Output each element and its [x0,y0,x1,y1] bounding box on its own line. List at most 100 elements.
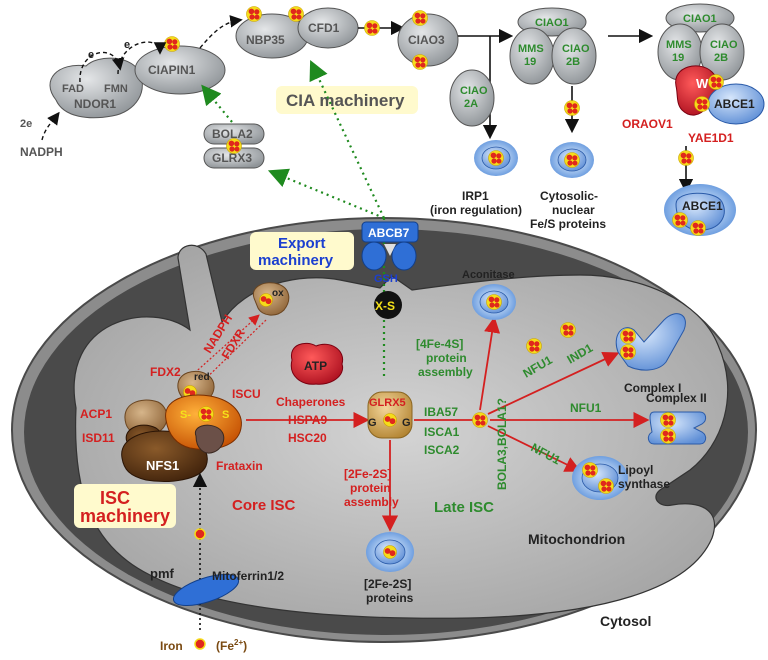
export-label-1: Export [278,235,326,252]
oraov1-label: ORAOV1 [622,117,673,131]
bola2-glrx3-complex: BOLA2 GLRX3 [203,123,265,169]
isd11-label: ISD11 [82,431,115,445]
e-transfer-arrow-2 [117,41,167,75]
export-to-nbp35-path [309,60,385,219]
ndor1-protein: FAD FMN NDOR1 [49,57,143,119]
w-label: W [696,76,709,91]
abce1-final-cluster-2 [690,220,706,236]
lipoyl-label-1: Lipoyl [618,463,653,477]
xs-label: X-S [375,299,395,313]
bola2-glrx3-cluster [226,138,242,154]
gsh-label: GSH [374,273,398,285]
frataxin-protein [194,424,225,454]
abce1-a-label: ABCE1 [714,97,755,111]
ciapin1-cluster [164,36,180,52]
fe4s4-label-1: [4Fe-4S] [416,337,463,351]
fe4s4-label-2: protein [426,351,467,365]
ciao3-cluster-2 [412,54,428,70]
transfer-cluster-1 [364,20,380,36]
ciao3-protein: CIAO3 [397,13,459,67]
cyto-nuclear-label-2: nuclear [552,203,595,217]
to-aconitase-arrow [479,316,501,411]
s-right-label: S [222,409,229,421]
mitoferrin-label: Mitoferrin1/2 [212,569,284,583]
ciapin1-protein: CIAPIN1 [134,45,226,95]
nbp35-cluster-1 [246,6,262,22]
nbp35-cluster-2 [288,6,304,22]
acp1-label: ACP1 [80,407,112,421]
fe2s2-proteins-label-2: proteins [366,591,414,605]
nfs1-label: NFS1 [146,458,179,473]
complex2-label: Complex II [646,391,707,405]
frataxin-label: Frataxin [216,459,263,473]
ciapin1-to-nbp35-arrow [199,15,243,49]
pmf-label: pmf [150,566,175,581]
bola2-label: BOLA2 [212,127,253,141]
complex1-cluster-1 [620,328,636,344]
ciapin1-label: CIAPIN1 [148,63,196,77]
hsc20-label: HSC20 [288,431,327,445]
export-label-2: machinery [258,252,334,269]
glrx5-label: GLRX5 [369,397,406,409]
ciao3-label: CIAO3 [408,33,445,47]
core-isc-label: Core ISC [232,497,296,514]
abce1-complex-cluster-1 [694,96,710,112]
export-to-glrx3-path [267,168,385,220]
atp-protein: ATP [290,342,344,385]
cyto-nuclear-label-1: Cytosolic- [540,189,598,203]
complex1-cluster-2 [620,344,636,360]
g-left-label: G [368,417,377,429]
ox-label: ox [272,288,284,299]
nfu1-a-cluster [526,338,542,354]
iron-particle-cytosol [194,638,206,650]
ind1-cluster [560,322,576,338]
g-right-label: G [402,417,411,429]
late-isc-label: Late ISC [434,499,494,516]
fe2s2-assembly-label-1: [2Fe-2S] [344,467,391,481]
abce1-complex-protein: ABCE1 [707,83,765,125]
fad-label: FAD [62,83,84,95]
fe2s2-proteins-cluster [383,545,397,559]
red-label: red [194,372,210,383]
abce1-b-label: ABCE1 [682,199,723,213]
lipoyl-cluster-2 [598,478,614,494]
complex1-label: Complex I [624,381,681,395]
iron-label: Iron [160,639,183,653]
fe2s2-assembly-label-2: protein [350,481,391,495]
s-left-label: S- [180,409,191,421]
e-minus-label-1: e [88,49,94,61]
iba57-label: IBA57 [424,405,458,419]
ndor1-label: NDOR1 [74,97,116,111]
fe4s4-label-3: assembly [418,365,473,379]
cia-machinery-label: CIA machinery [286,91,405,110]
ciao3-cluster-1 [412,10,428,26]
bola-side-label: BOLA3,BOLA1? [495,398,509,490]
fe2s2-proteins-label-1: [2Fe-2S] [364,577,411,591]
nadph-electron-arrow [41,111,60,141]
ciao1-b-label: CIAO1 [683,13,717,25]
glrx5-cluster [383,413,397,427]
iscu-label: ISCU [232,387,261,401]
e-transfer-arrow-1 [79,51,125,83]
two-e-label: 2e [20,118,32,130]
nbp35-label: NBP35 [246,33,285,47]
mitochondrion-label: Mitochondrion [528,531,625,547]
cytosolic-transfer-cluster [564,100,580,116]
chaperones-label: Chaperones [276,395,346,409]
abce1-final-cluster-1 [672,212,688,228]
cfd1-label: CFD1 [308,21,340,35]
isca2-label: ISCA2 [424,443,460,457]
irp1-label: IRP1 [462,189,489,203]
yae1d1-label: YAE1D1 [688,131,734,145]
e-minus-label-2: e [124,39,130,51]
fdx2-ox-cluster [259,293,273,307]
cia-machinery-callout [276,86,418,114]
to-complex1-arrow [487,352,620,415]
glrx3-label: GLRX3 [212,151,252,165]
abce1-transfer-cluster [678,150,694,166]
